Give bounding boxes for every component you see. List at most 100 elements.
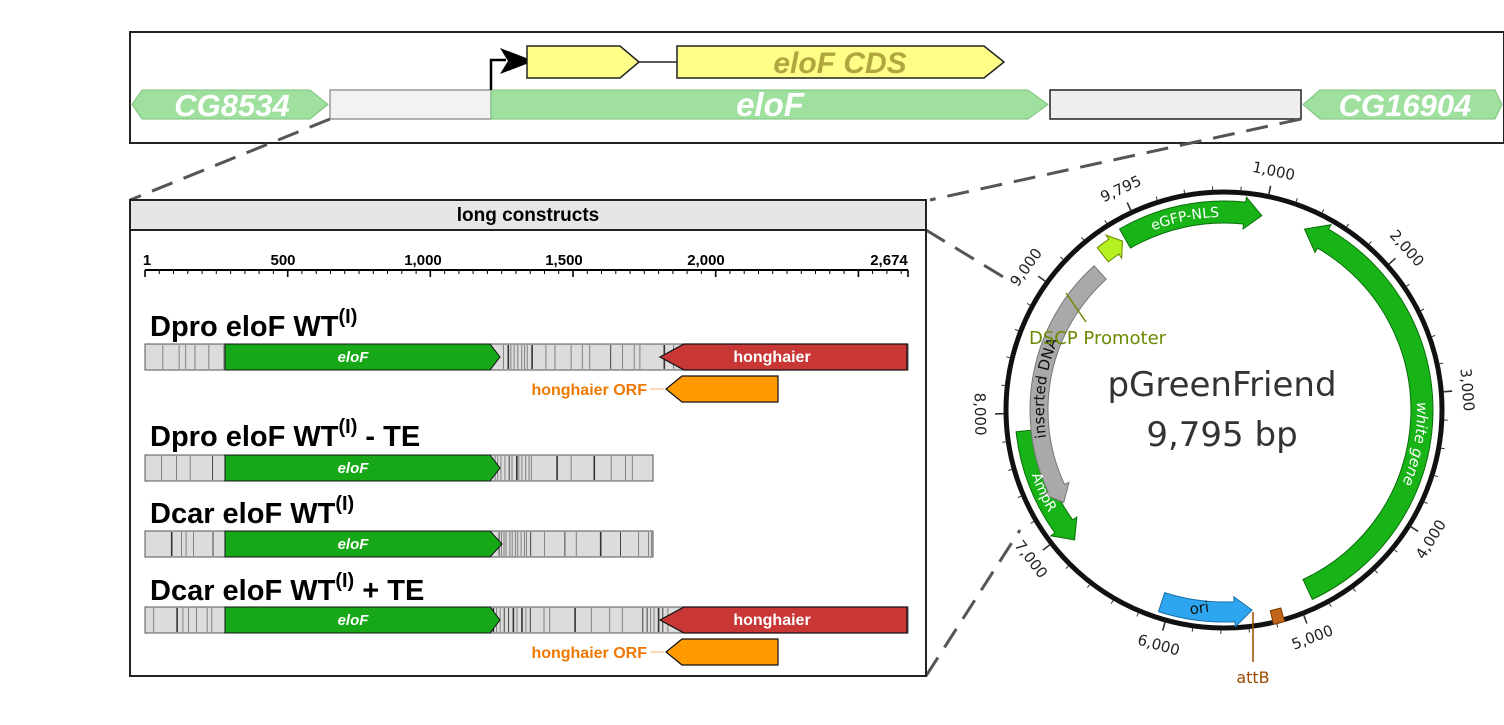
plasmid-tick-mark: [1001, 384, 1006, 387]
construct-dcar-wt-plus-te: Dcar eloF WT(I) + TE eloF honghaier hong…: [144, 570, 909, 666]
zoom-lines: [129, 117, 1302, 677]
gene-cg16904: [1302, 89, 1503, 120]
plasmid-tick-mark: [1060, 256, 1064, 260]
plasmid-tick-mark: [1161, 621, 1166, 631]
scale-tick-1000: 1,000: [404, 252, 442, 269]
cds-exon-1: [526, 45, 641, 79]
plasmid-tick-mark: [1410, 525, 1419, 533]
plasmid-tick-mark: [1126, 202, 1132, 211]
honghaier-te-label: honghaier: [733, 612, 810, 629]
plasmid-tick-mark: [1393, 549, 1398, 553]
plasmid-tick-mark: [1388, 257, 1397, 265]
tss-arrow-icon: [489, 48, 534, 90]
honghaier-orf: [665, 638, 779, 666]
constructs-title: long constructs: [457, 205, 600, 226]
construct-dcar-wt: Dcar eloF WT(I) eloF: [144, 493, 654, 558]
honghaier-te: [658, 606, 908, 634]
feature-attb: [1269, 607, 1286, 626]
plasmid-tick-mark: [1002, 441, 1007, 443]
plasmid-tick-mark: [1248, 628, 1250, 633]
plasmid-tick-mark: [1443, 390, 1453, 393]
plasmid-ticks: [994, 185, 1453, 635]
feature-ori: [1157, 591, 1253, 628]
plasmid-tick-mark: [1081, 236, 1085, 241]
feature-ori-label: ori: [1188, 598, 1210, 619]
plasmid-tick-mark: [1030, 520, 1035, 524]
elof-gene: [224, 343, 501, 371]
plasmid-tick-mark: [1368, 240, 1372, 245]
plasmid-tick-mark: [1006, 356, 1011, 359]
elof-gene: [224, 454, 501, 482]
honghaier-te: [658, 343, 908, 371]
gene-cg16904-label: CG16904: [1339, 88, 1472, 123]
plasmid-tick-mark: [1155, 196, 1158, 201]
scale-tick-2674: 2,674: [870, 252, 908, 269]
feature-white-gene: [1302, 224, 1434, 601]
plasmid-tick-mark: [1321, 209, 1325, 214]
plasmid-tick-label: 2,000: [1386, 226, 1428, 270]
scale-bar: 1 500 1,000 1,500 2,000 2,674: [143, 252, 909, 277]
plasmid-tick-label: 1,000: [1251, 158, 1297, 184]
construct-dpro-wt-minus-te: Dpro eloF WT(I) - TE eloF: [144, 416, 654, 482]
plasmid-tick-mark: [1295, 198, 1298, 203]
plasmid-tick-mark: [1352, 587, 1356, 592]
plasmid-tick-mark: [1345, 223, 1350, 228]
plasmid-tick-mark: [1440, 447, 1445, 450]
gene-elof-label: eloF: [736, 86, 805, 123]
plasmid-tick-mark: [1136, 612, 1139, 617]
scale-tick-2000: 2,000: [687, 252, 725, 269]
honghaier-orf-label: honghaier ORF: [531, 382, 647, 399]
gene-cg8534: [131, 89, 329, 120]
construct-title: Dpro eloF WT(I) - TE: [150, 416, 420, 453]
plasmid-tick-mark: [1420, 308, 1425, 312]
plasmid-tick-mark: [1276, 623, 1279, 628]
elof-gene-label: eloF: [338, 349, 370, 366]
honghaier-te-label: honghaier: [733, 349, 810, 366]
plasmid-tick-label: 3,000: [1456, 368, 1477, 412]
gene-cg8534-label: CG8534: [174, 88, 289, 123]
plasmid-tick-mark: [1183, 189, 1186, 194]
constructs-header: [129, 199, 927, 231]
gene-elof: [490, 89, 1049, 120]
plasmid-tick-mark: [1433, 475, 1439, 478]
plasmid-tick-label: 9,795: [1098, 172, 1145, 206]
feature-egfp-nls: [1118, 195, 1263, 249]
plasmid-tick-mark: [1438, 362, 1444, 365]
scale-tick-500: 500: [270, 252, 295, 269]
plasmid-tick-mark: [1008, 468, 1013, 471]
plasmid-tick-mark: [1328, 602, 1332, 607]
elof-gene: [224, 606, 501, 634]
attb-label: attB: [1236, 668, 1269, 687]
honghaier-orf-label: honghaier ORF: [531, 645, 647, 662]
feature-white-label: white gene: [1399, 402, 1431, 489]
plasmid-tick-mark: [1431, 334, 1436, 338]
constructs-frame: [129, 199, 927, 677]
plasmid-tick-mark: [1191, 627, 1194, 632]
plasmid-tick-mark: [1087, 584, 1091, 588]
elof-gene-label: eloF: [338, 460, 370, 477]
plasmid-tick-label: 6,000: [1136, 631, 1182, 660]
feature-inserted-dna: [1029, 265, 1107, 504]
elof-gene: [224, 530, 503, 558]
plasmid-name: pGreenFriend: [1107, 365, 1336, 405]
feature-dscp-promoter: [1096, 234, 1124, 263]
plasmid-tick-mark: [1374, 569, 1378, 574]
plasmid-tick-mark: [1423, 501, 1428, 504]
cds-label: eloF CDS: [773, 47, 906, 80]
feature-inserted-label: inserted DNA: [1030, 334, 1062, 439]
downstream-region: [1049, 89, 1302, 120]
plasmid-tick-label: 7,000: [1011, 537, 1052, 582]
plasmid-tick-mark: [1042, 543, 1051, 551]
plasmid-tick-label: 4,000: [1412, 516, 1450, 562]
plasmid-tick-mark: [1065, 565, 1069, 569]
construct-title: Dpro eloF WT(I): [150, 306, 357, 343]
scale-tick-1500: 1,500: [545, 252, 583, 269]
construct-title: Dcar eloF WT(I) + TE: [150, 570, 424, 607]
scale-tick-1: 1: [143, 252, 151, 269]
construct-title: Dcar eloF WT(I): [150, 493, 354, 530]
plasmid-tick-mark: [1026, 302, 1031, 306]
plasmid-tick-mark: [1268, 185, 1272, 195]
upstream-region: [329, 89, 492, 120]
dscp-leader-line: [1065, 292, 1087, 323]
